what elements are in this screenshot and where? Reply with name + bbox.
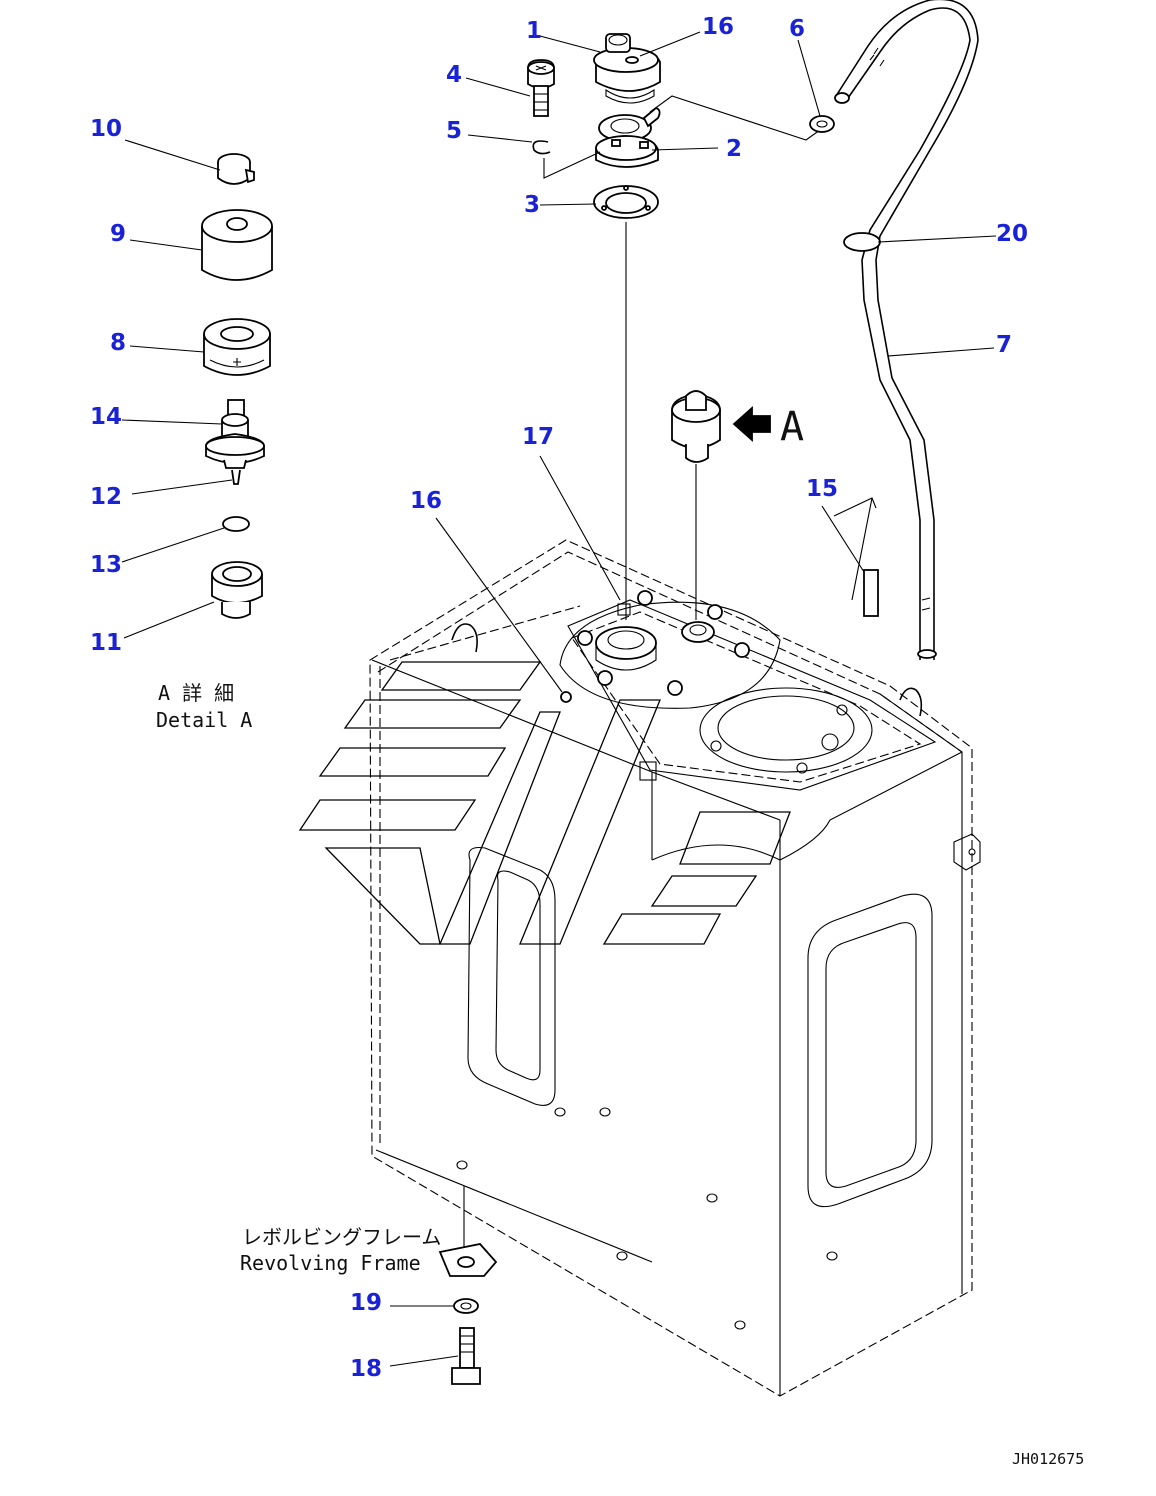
drawing-number: JH012675 — [1012, 1450, 1084, 1468]
callout-20[interactable]: 20 — [996, 221, 1028, 247]
cap-assembly — [527, 33, 821, 620]
callout-6[interactable]: 6 — [789, 16, 805, 42]
leader-lines — [121, 31, 997, 1367]
level-gauge — [833, 497, 879, 617]
frame-label-en: Revolving Frame — [240, 1251, 421, 1275]
callout-5[interactable]: 5 — [446, 118, 462, 144]
callout-1[interactable]: 1 — [526, 18, 542, 44]
detail-title-jp: A 詳 細 — [158, 681, 234, 705]
detail-title-en: Detail A — [156, 708, 252, 732]
breather-hose — [809, 0, 979, 660]
callout-12[interactable]: 12 — [90, 484, 122, 510]
text-labels: A A 詳 細 Detail A レボルビングフレーム Revolving Fr… — [156, 404, 1084, 1468]
mounting-bolt — [438, 1186, 498, 1385]
callout-17[interactable]: 17 — [522, 424, 554, 450]
callout-14[interactable]: 14 — [90, 404, 122, 430]
hydraulic-tank — [369, 539, 981, 1397]
callout-10[interactable]: 10 — [90, 116, 122, 142]
callout-11[interactable]: 11 — [90, 630, 122, 656]
callout-4[interactable]: 4 — [446, 62, 462, 88]
view-label-a: A — [780, 404, 804, 450]
callout-3[interactable]: 3 — [524, 192, 540, 218]
breather-assembly-view-a — [671, 390, 771, 620]
callout-15[interactable]: 15 — [806, 476, 838, 502]
callout-numbers: 1 16 6 4 5 2 3 20 10 9 8 7 14 17 16 15 1… — [90, 14, 1028, 1382]
frame-label-jp: レボルビングフレーム — [242, 1225, 441, 1249]
callout-16-top[interactable]: 16 — [702, 14, 734, 40]
detail-a-breather-parts — [201, 153, 273, 619]
watermark-logo — [298, 661, 791, 945]
callout-16-tank[interactable]: 16 — [410, 488, 442, 514]
callout-13[interactable]: 13 — [90, 552, 122, 578]
callout-7[interactable]: 7 — [996, 332, 1012, 358]
callout-2[interactable]: 2 — [726, 136, 742, 162]
callout-19[interactable]: 19 — [350, 1290, 382, 1316]
callout-9[interactable]: 9 — [110, 221, 126, 247]
callout-18[interactable]: 18 — [350, 1356, 382, 1382]
callout-8[interactable]: 8 — [110, 330, 126, 356]
